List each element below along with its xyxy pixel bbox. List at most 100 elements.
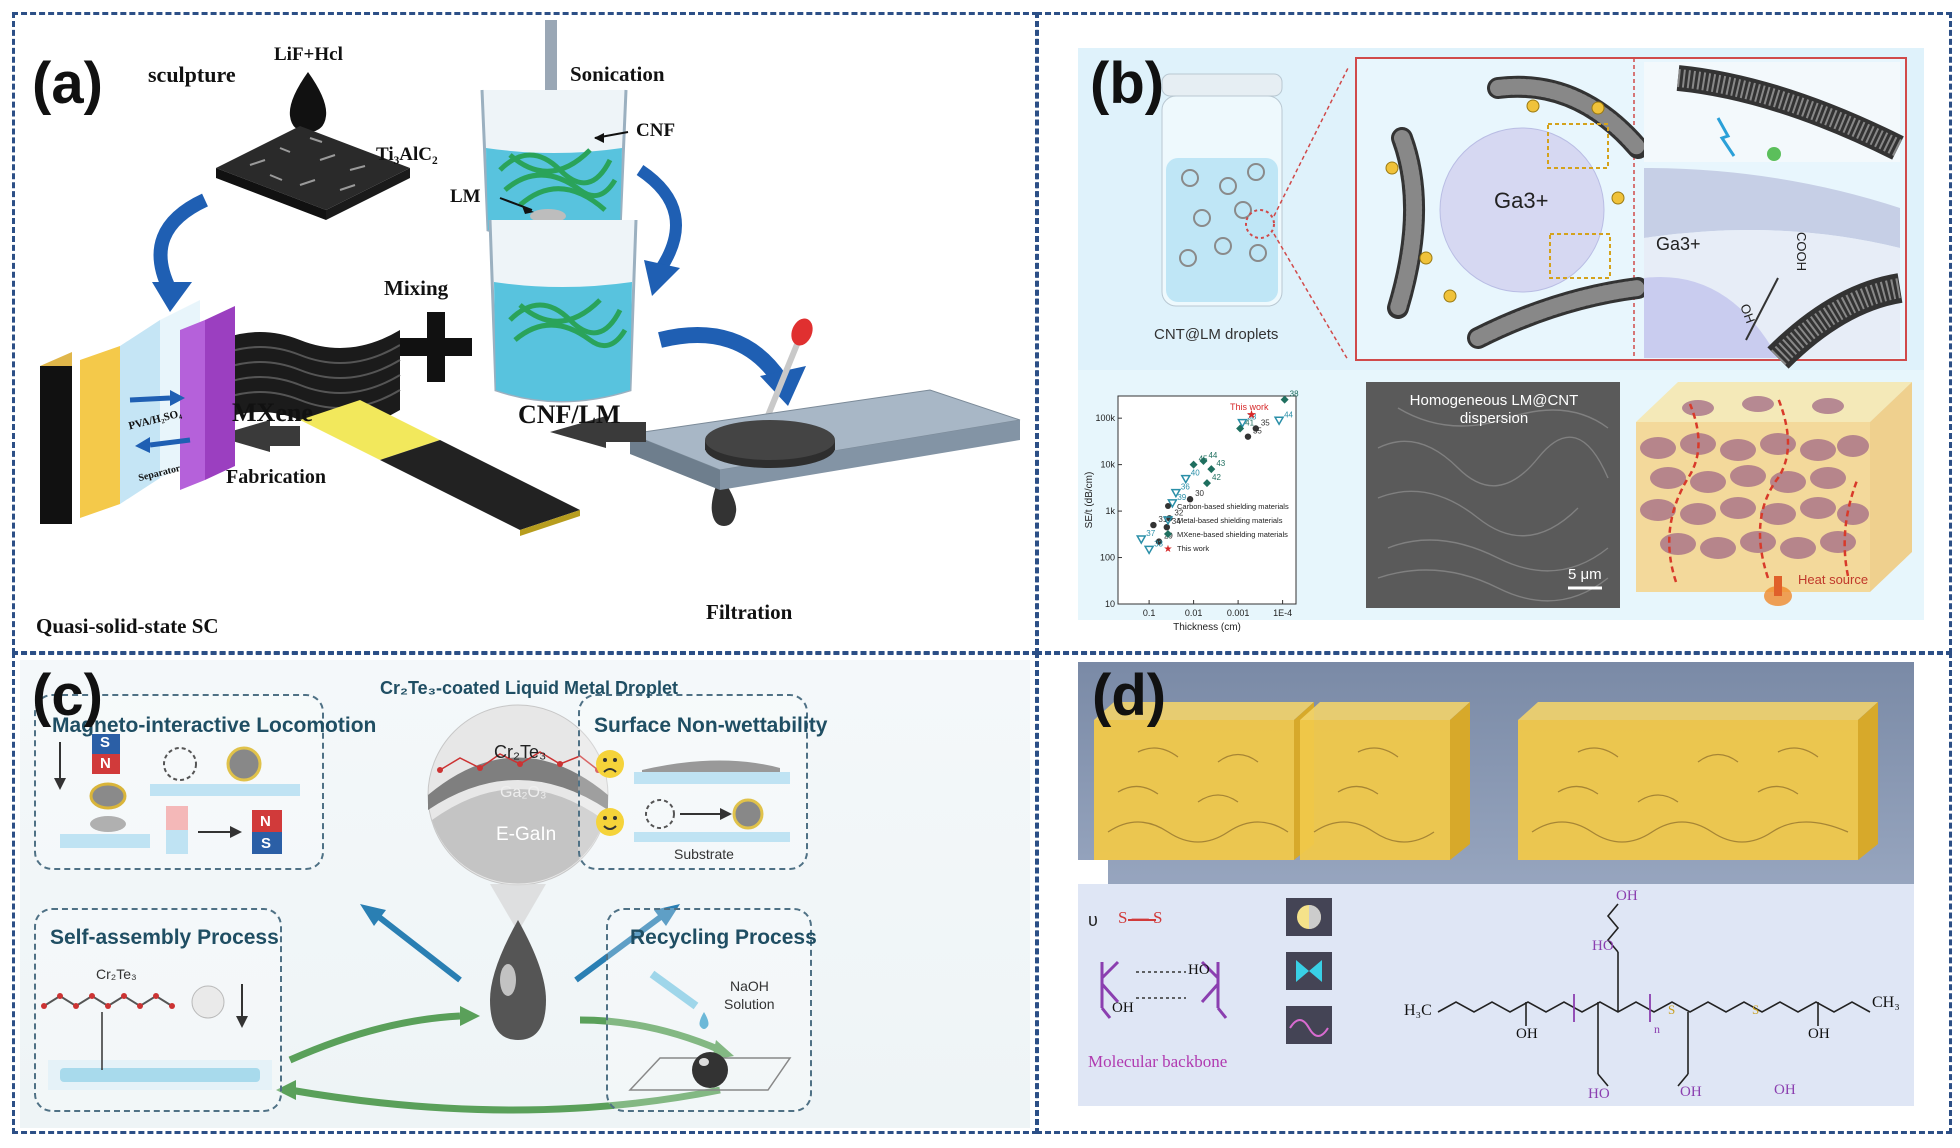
chart-point-circle <box>1163 523 1171 531</box>
recycle-graphics <box>628 970 792 1091</box>
chart-point-circle <box>1186 496 1194 503</box>
chart-point-circle <box>1150 521 1157 529</box>
chart-point-label: 35 <box>1261 418 1270 427</box>
arrow-back-1-icon <box>550 416 606 448</box>
chart-point-label: 40 <box>1191 469 1200 478</box>
hbond-top-label: HO <box>1188 962 1210 978</box>
panel-d: υ S — S HO OH Molecular backbone H₃C CH₃… <box>1078 662 1914 1106</box>
chart-point-label: 38 <box>1290 390 1299 399</box>
ho-mid-label: HO <box>1592 938 1614 954</box>
happy-face-icon <box>596 808 624 836</box>
chart-point-star: ★ <box>1246 407 1257 421</box>
recycle-title: Recycling Process <box>630 926 817 949</box>
legend-marker <box>1165 503 1171 509</box>
arrow-to-mxene-icon <box>153 193 209 294</box>
chart-point-triangle <box>1143 545 1155 555</box>
oh-top-label: OH <box>1616 888 1638 904</box>
mixing-label: Mixing <box>384 276 449 300</box>
panel-c-graphics <box>276 704 734 1114</box>
sa-cr2te3-label: Cr₂Te₃ <box>96 966 137 982</box>
indicator-icon-3 <box>1286 1006 1332 1044</box>
naoh-line2: Solution <box>724 996 775 1012</box>
legend-symbol: υ <box>1088 910 1098 930</box>
nonwet-title: Surface Non-wettability <box>594 714 828 737</box>
composite-film <box>300 400 580 536</box>
cnflm-beaker <box>488 219 638 403</box>
backbone-label: Molecular backbone <box>1088 1052 1228 1071</box>
legend-label: Metal-based shielding materials <box>1177 516 1283 525</box>
lm-label: LM <box>450 186 481 207</box>
magneto-graphics <box>54 734 300 854</box>
sulfur-2-label: S <box>1752 1002 1760 1017</box>
cnf-label: CNF <box>636 120 676 141</box>
chart-point-triangle <box>1180 474 1192 485</box>
chart-point-triangle <box>1135 535 1147 545</box>
magnet2-s-label: S <box>261 835 272 852</box>
legend-label: MXene-based shielding materials <box>1177 530 1288 539</box>
cooh-label: COOH <box>1794 232 1809 271</box>
naoh-line1: NaOH <box>730 978 769 994</box>
lm-teardrop <box>490 920 546 1040</box>
selfassembly-graphics <box>41 984 272 1090</box>
chart-point-label: 37 <box>1146 529 1155 538</box>
droplets-caption: CNT@LM droplets <box>1154 326 1279 343</box>
n-subscript-label: n <box>1654 1022 1660 1036</box>
oh-left-label: OH <box>1516 1026 1538 1042</box>
chart-point-triangle <box>1273 416 1285 426</box>
ga-ion-text: Ga3+ <box>1494 188 1549 213</box>
ga-ion-label: Ga3+ <box>1494 188 1548 214</box>
chart-point-label: 34 <box>1172 517 1181 526</box>
mxene-label: MXene <box>232 398 313 427</box>
panel-d-graphics <box>1078 702 1914 1106</box>
panel-a-label: (a) <box>32 51 103 116</box>
panel-d-label: (d) <box>1092 663 1167 728</box>
y-tick-label: 100k <box>1095 413 1115 423</box>
chart-point-label: 41 <box>1245 418 1254 427</box>
sonication-beaker <box>480 89 628 242</box>
substrate-label: Substrate <box>674 846 734 862</box>
panel-a-graphics <box>40 20 1021 536</box>
chart-point-label: 44 <box>1208 451 1217 460</box>
disulfide-label: S — S <box>1118 908 1163 927</box>
nonwet-graphics <box>596 750 790 842</box>
chart-point-label: 38 <box>1247 413 1256 422</box>
x-tick-label: 1E-4 <box>1273 608 1292 618</box>
magnet-n-label: N <box>100 755 111 772</box>
heat-source-label: Heat source <box>1798 572 1869 587</box>
panel-c-label: (c) <box>32 663 103 728</box>
legend-marker <box>1162 516 1174 526</box>
panel-a: (a) <box>20 20 1030 648</box>
selfassembly-title: Self-assembly Process <box>50 926 279 949</box>
heat-box <box>1636 382 1912 606</box>
filtration-platform <box>628 389 1021 490</box>
oh-mid-label: OH <box>1774 1082 1796 1098</box>
ch3-label: CH₃ <box>1872 994 1900 1011</box>
sulfur-1-label: S <box>1668 1002 1676 1017</box>
device-label: Quasi-solid-state SC <box>36 614 219 638</box>
chart-point-label: 39 <box>1177 493 1186 502</box>
panel-c-title: Cr₂Te₃-coated Liquid Metal Droplet <box>380 678 679 698</box>
chart-point-label: 32 <box>1174 508 1183 517</box>
sem-title-2: dispersion <box>1459 410 1529 427</box>
core-label: E-GaIn <box>496 824 557 845</box>
gel-block-2 <box>1300 702 1470 860</box>
cnflm-label: CNF/LM <box>518 400 621 429</box>
scale-bar-label: 5 μm <box>1568 566 1602 583</box>
x-tick-label: 0.001 <box>1227 608 1250 618</box>
chart-point-triangle <box>1167 499 1178 509</box>
x-tick-label: 0.01 <box>1185 608 1203 618</box>
chart-point-circle <box>1155 538 1163 545</box>
chart-point-diamond <box>1280 395 1289 404</box>
precursor-label: Ti₃AlC₂ <box>376 144 438 165</box>
lm-droplet <box>530 209 566 223</box>
arrow-to-cnflm-icon <box>636 165 682 274</box>
panel-c: Magneto-interactive Locomotion S N N S S… <box>20 660 1030 1128</box>
chart-point-diamond <box>1207 465 1216 474</box>
oxide-label: Ga₂O₃ <box>500 784 547 801</box>
legend-label: This work <box>1177 544 1209 553</box>
sc-device <box>40 300 235 524</box>
chart-point-diamond <box>1203 479 1211 488</box>
droplet-jar <box>1161 73 1283 307</box>
x-tick-label: 0.1 <box>1143 608 1156 618</box>
